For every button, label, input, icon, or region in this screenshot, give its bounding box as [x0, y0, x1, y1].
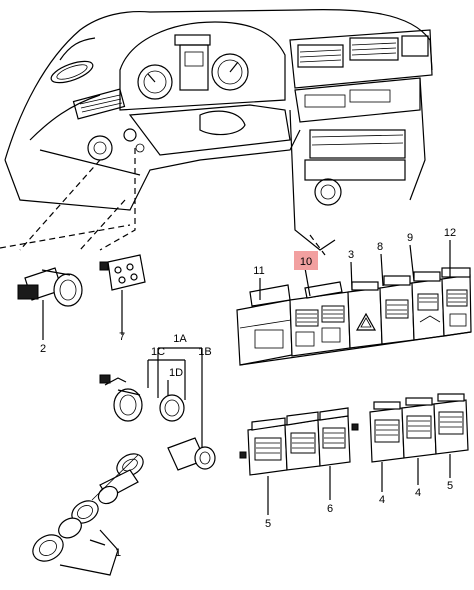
label-10: 10: [300, 256, 312, 268]
switch-panel-row: [236, 267, 472, 366]
leader-lines-top-row: [259, 240, 451, 300]
blank-panels-left-group: [239, 407, 359, 476]
dashboard-illustration: [4, 8, 433, 251]
label-5-left: 5: [265, 518, 271, 530]
label-4-left: 4: [379, 494, 385, 506]
label-2: 2: [40, 343, 46, 355]
label-11: 11: [253, 265, 264, 277]
callout-labels: 10 11 3 8 9 12 2 7 1A 1C 1B 1D 1 5 6 4 4…: [40, 227, 456, 559]
label-1B: 1B: [198, 346, 211, 358]
label-3: 3: [348, 249, 354, 261]
reference-lines: [0, 148, 326, 256]
label-4-right: 4: [415, 487, 421, 499]
label-1C: 1C: [151, 346, 165, 358]
label-1A: 1A: [173, 333, 187, 345]
label-8: 8: [377, 241, 383, 253]
label-12: 12: [444, 227, 456, 239]
label-6: 6: [327, 503, 333, 515]
light-switch-part: [17, 267, 83, 307]
label-5-right: 5: [447, 480, 453, 492]
label-1: 1: [115, 547, 121, 559]
label-1D: 1D: [169, 367, 183, 379]
label-9: 9: [407, 232, 413, 244]
switch-block-part: [99, 254, 146, 291]
highlight-box-10: [294, 251, 318, 270]
cigarette-lighter-assembly: [32, 347, 216, 576]
blank-panels-right-group: [369, 393, 469, 463]
label-7: 7: [119, 331, 125, 343]
